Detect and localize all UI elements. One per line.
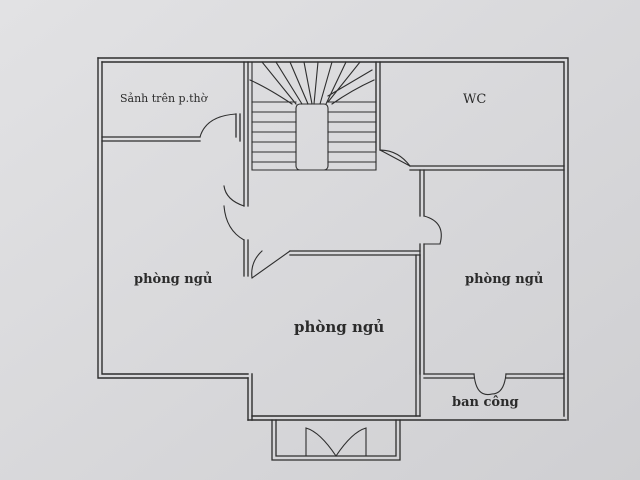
bedroom-center-label: phòng ngủ (294, 318, 385, 336)
wall-wc-room (375, 61, 565, 171)
bedroom-right-label: phòng ngủ (465, 272, 544, 287)
wall-hall-room (101, 61, 249, 277)
hall-label: Sảnh trên p.thờ (120, 92, 208, 105)
wall-right-bedroom (419, 169, 565, 379)
wc-label: WC (463, 92, 487, 107)
outer-wall (97, 57, 569, 421)
balcony-label: ban công (452, 395, 519, 410)
staircase (249, 61, 377, 171)
bedroom-left-label: phòng ngủ (134, 272, 213, 287)
door-swings (199, 113, 507, 457)
